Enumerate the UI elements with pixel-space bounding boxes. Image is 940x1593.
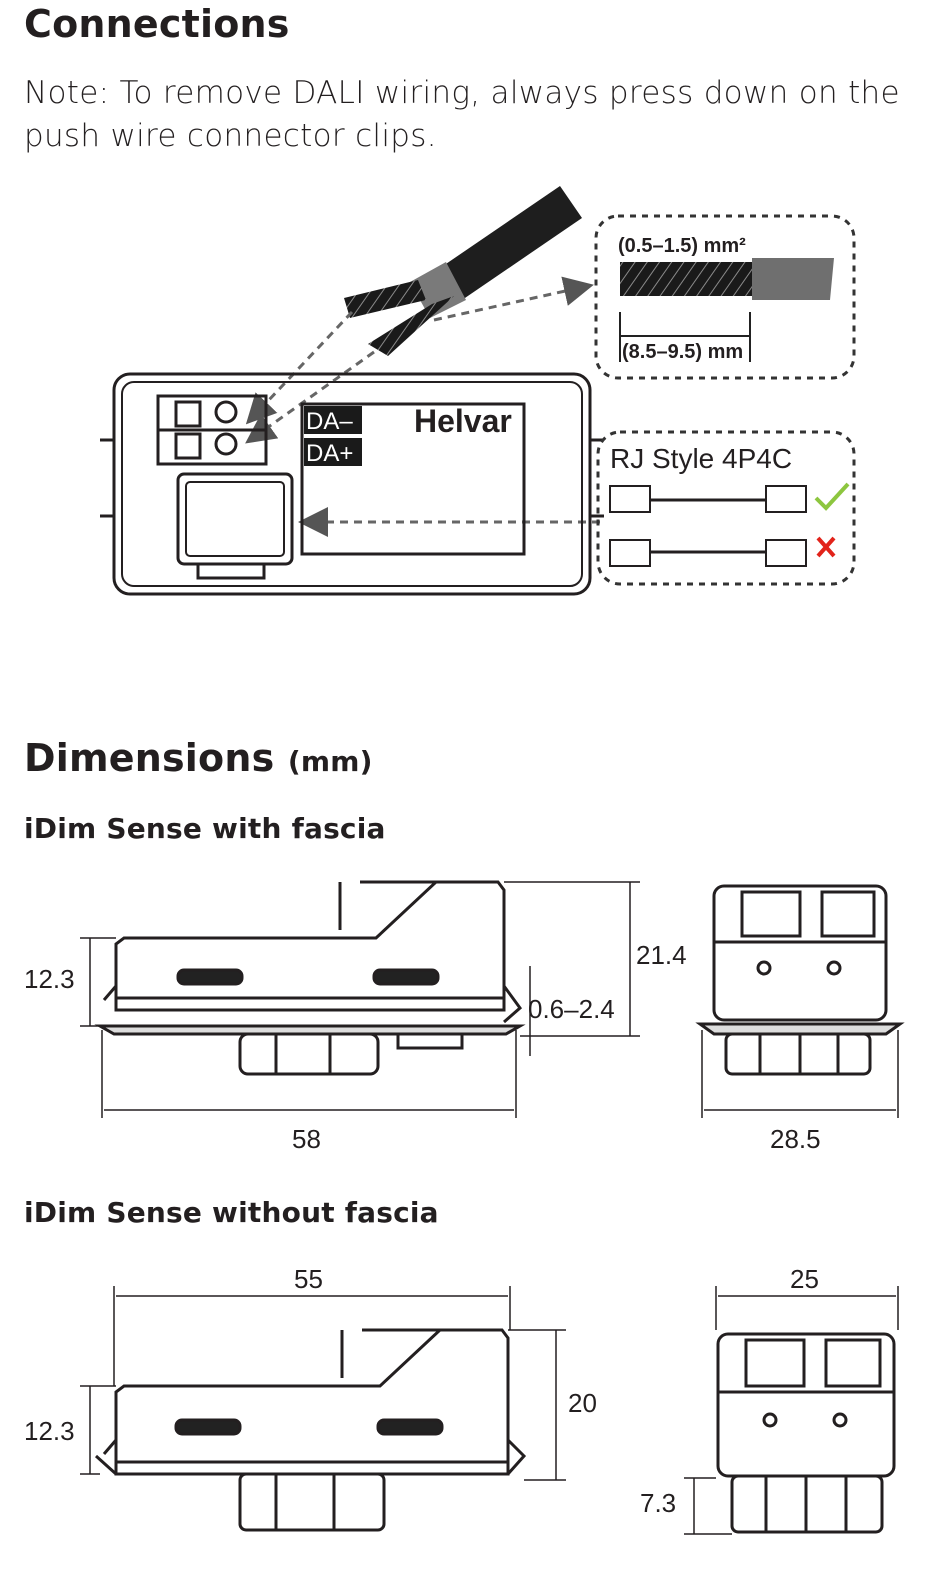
terminal-labels: DA– DA+ Helvar xyxy=(304,403,512,467)
without-fascia-height-total: 20 xyxy=(568,1388,597,1418)
with-fascia-height-left: 12.3 xyxy=(24,964,75,994)
terminal-plus-label: DA+ xyxy=(306,440,353,467)
wire-gauge-label: (0.5–1.5) mm² xyxy=(618,235,746,257)
connections-title: Connections xyxy=(24,2,290,46)
with-fascia-height-total: 21.4 xyxy=(636,940,687,970)
without-fascia-width: 25 xyxy=(790,1264,819,1294)
dimensions-title: Dimensions (mm) xyxy=(24,736,373,780)
with-fascia-length: 58 xyxy=(292,1124,321,1154)
rj-style-label: RJ Style 4P4C xyxy=(610,443,792,474)
without-fascia-end-dimension-lines xyxy=(684,1286,899,1535)
brand-logo: Helvar xyxy=(414,403,512,439)
connection-arrows xyxy=(245,276,600,537)
without-fascia-dimension-lines xyxy=(80,1286,566,1481)
with-fascia-end-dimension-lines xyxy=(701,1030,899,1118)
without-fascia-heading: iDim Sense without fascia xyxy=(24,1196,439,1229)
with-fascia-fascia-range: 0.6–2.4 xyxy=(528,994,615,1024)
dimensions-unit: (mm) xyxy=(287,745,373,778)
cross-icon xyxy=(816,536,836,558)
without-fascia-end-view xyxy=(716,1332,896,1534)
with-fascia-side-view xyxy=(94,880,526,1076)
with-fascia-heading: iDim Sense with fascia xyxy=(24,812,386,845)
with-fascia-dimension-lines xyxy=(80,881,640,1118)
without-fascia-height-left: 12.3 xyxy=(24,1416,75,1446)
with-fascia-width: 28.5 xyxy=(770,1124,821,1154)
rj-callout: RJ Style 4P4C xyxy=(596,430,856,586)
without-fascia-side-view xyxy=(94,1328,527,1532)
strip-length-label: (8.5–9.5) mm xyxy=(622,341,743,363)
device-top-view xyxy=(100,372,604,596)
connections-note: Note: To remove DALI wiring, always pres… xyxy=(24,75,900,154)
with-fascia-end-view xyxy=(695,884,905,1076)
without-fascia-length: 55 xyxy=(294,1264,323,1294)
terminal-minus-label: DA– xyxy=(306,408,353,435)
dali-cable-illustration xyxy=(344,186,582,356)
dimensions-title-text: Dimensions xyxy=(24,736,275,780)
check-icon xyxy=(814,482,850,511)
wire-spec-callout: (0.5–1.5) mm² (8.5–9.5) mm xyxy=(594,214,856,380)
without-fascia-base-height: 7.3 xyxy=(640,1488,677,1518)
